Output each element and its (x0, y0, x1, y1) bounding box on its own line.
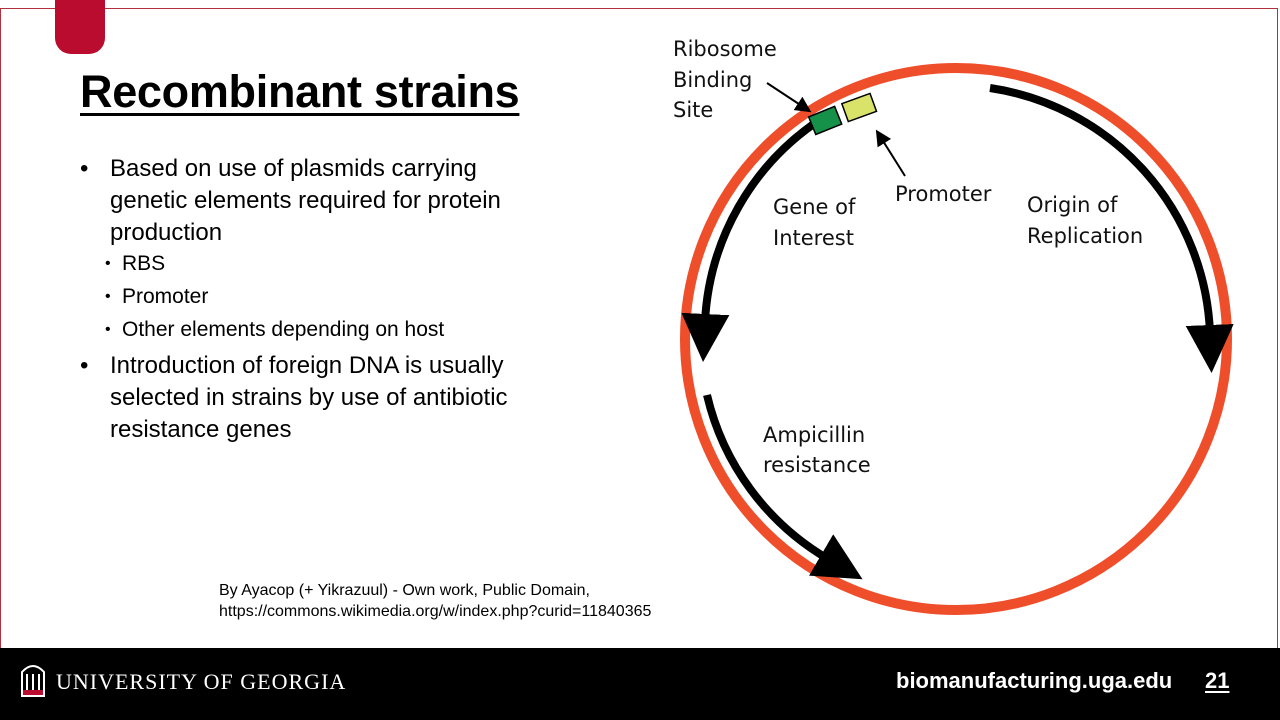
bullet-text: Based on use of plasmids carrying geneti… (110, 155, 501, 246)
top-accent-tab (55, 0, 105, 54)
rbs-label-line: Ribosome (673, 37, 777, 61)
gene-of-interest-label: Gene of Interest (773, 195, 862, 250)
origin-label-line: Replication (1027, 224, 1143, 248)
plasmid-backbone (680, 63, 1232, 615)
gene-label-line: Gene of (773, 195, 856, 219)
origin-label-line: Origin of (1027, 193, 1118, 217)
bullet-item: Introduction of foreign DNA is usually s… (80, 350, 520, 446)
credit-line: By Ayacop (+ Yikrazuul) - Own work, Publ… (219, 582, 590, 599)
rbs-label-line: Binding (673, 68, 752, 92)
uga-arch-icon (21, 665, 45, 697)
rbs-box (807, 105, 843, 136)
origin-of-replication-arrow (989, 84, 1234, 373)
sub-bullet-item: Other elements depending on host (105, 317, 520, 343)
ampicillin-resistance-arrow (703, 394, 863, 580)
page-number: 21 (1205, 668, 1230, 693)
ampicillin-resistance-label: Ampicillin resistance (763, 423, 872, 477)
rbs-label-line: Site (673, 98, 713, 122)
origin-of-replication-label: Origin of Replication (1027, 193, 1143, 248)
sub-bullet-item: Promoter (105, 284, 520, 310)
bullet-list: Based on use of plasmids carrying geneti… (80, 153, 520, 446)
university-name: UNIVERSITY OF GEORGIA (56, 669, 347, 694)
amp-label-line: resistance (763, 453, 871, 477)
promoter-box (840, 92, 878, 123)
image-credit: By Ayacop (+ Yikrazuul) - Own work, Publ… (219, 580, 651, 622)
promoter-label: Promoter (895, 182, 992, 206)
credit-url[interactable]: https://commons.wikimedia.org/w/index.ph… (219, 603, 652, 620)
footer-bar: UNIVERSITY OF GEORGIA biomanufacturing.u… (0, 648, 1280, 720)
rbs-label: Ribosome Binding Site (673, 37, 783, 122)
sub-bullet-list: RBS Promoter Other elements depending on… (105, 251, 520, 343)
sub-bullet-item: RBS (105, 251, 520, 277)
bullet-text: Introduction of foreign DNA is usually s… (110, 352, 508, 443)
promoter-pointer-arrow (875, 129, 906, 177)
slide-title: Recombinant strains (80, 66, 520, 117)
website-link[interactable]: biomanufacturing.uga.edu (896, 668, 1173, 693)
bullet-item: Based on use of plasmids carrying geneti… (80, 153, 520, 343)
gene-label-line: Interest (773, 226, 854, 250)
rbs-pointer-arrow (766, 82, 812, 113)
amp-label-line: Ampicillin (763, 423, 865, 447)
gene-of-interest-arrow (681, 115, 824, 362)
